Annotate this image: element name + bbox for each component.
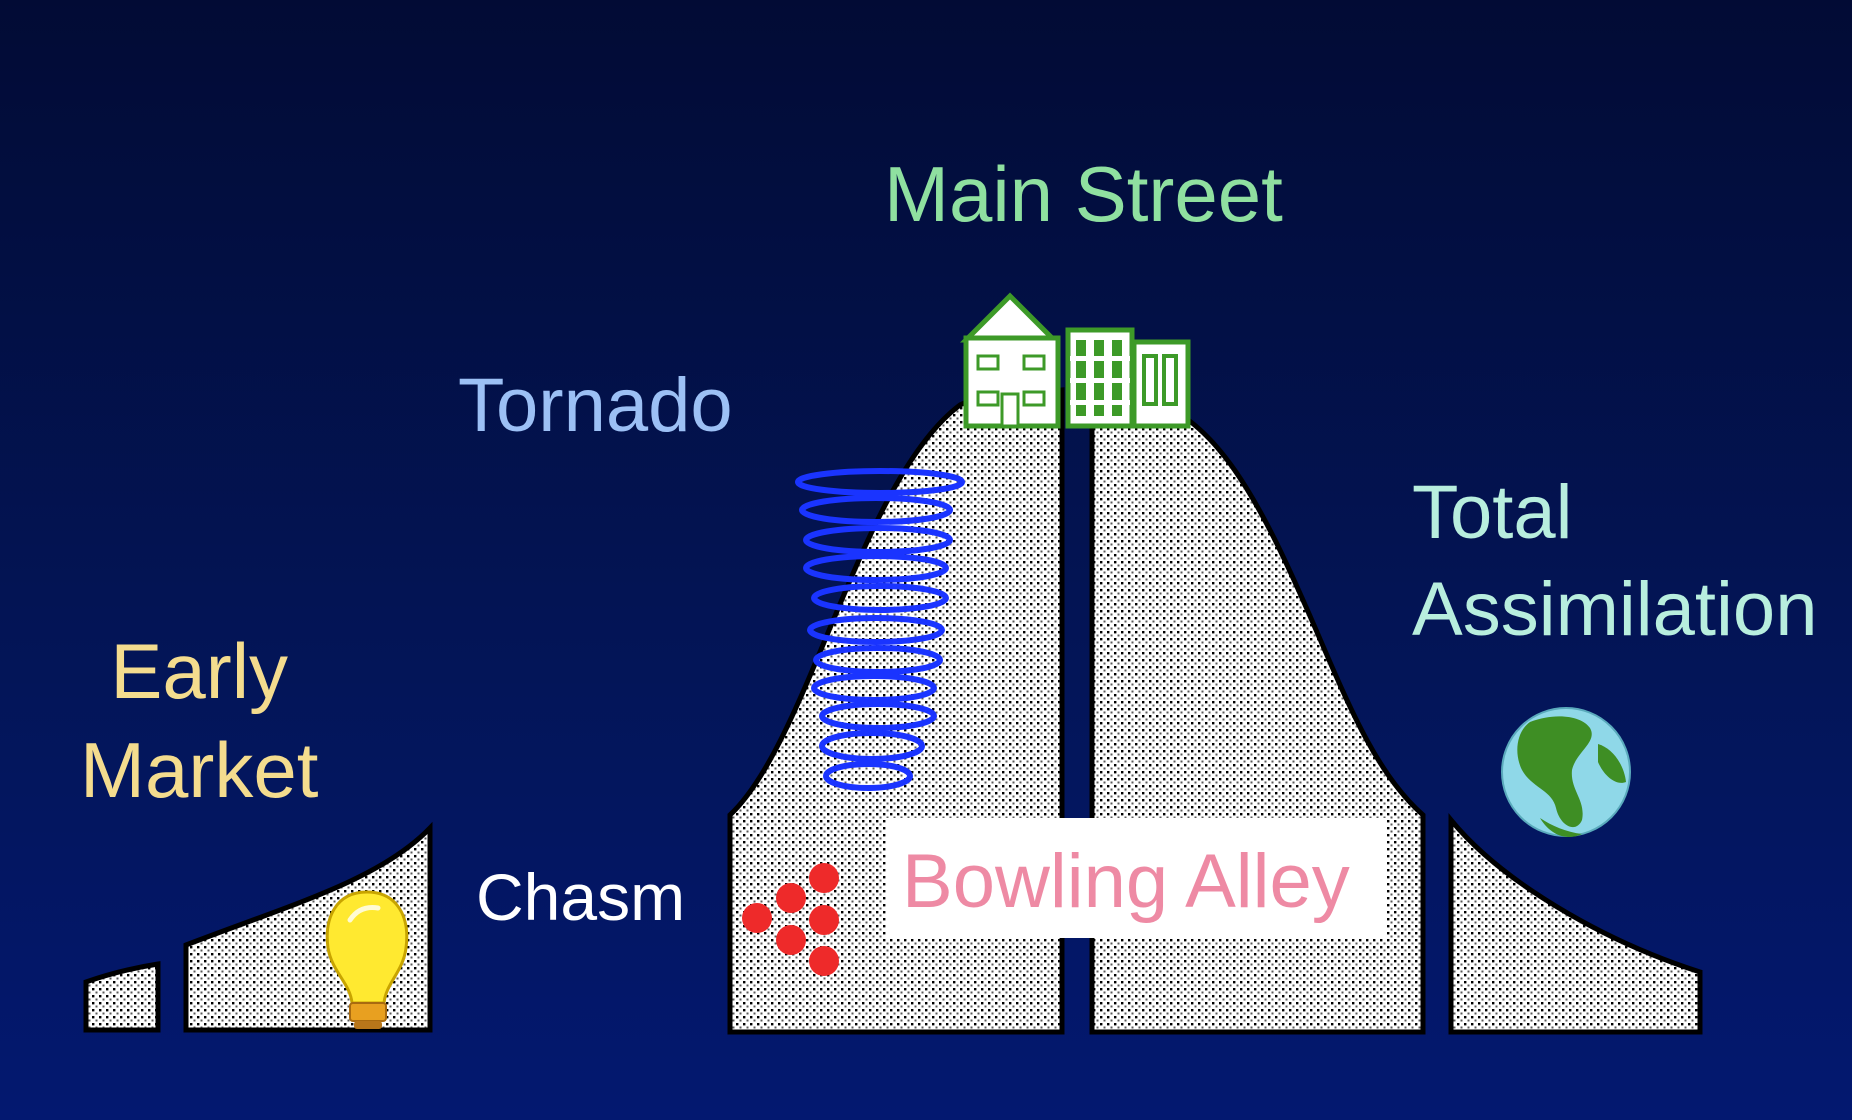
curve-segment-laggards xyxy=(1448,812,1703,1035)
chasm-label: Chasm xyxy=(476,860,686,934)
early-market-line-1: Early xyxy=(110,627,289,715)
bowling-pins-icon xyxy=(742,863,839,976)
early-market-line-2: Market xyxy=(80,726,319,815)
total-assimilation-line-1: Total xyxy=(1412,470,1573,555)
tornado-icon xyxy=(795,468,965,791)
curve-segment-innovators xyxy=(83,961,161,1033)
bowling-alley-label-background xyxy=(886,818,1386,938)
early-market-label: Early Market xyxy=(80,622,318,820)
light-bulb-icon xyxy=(325,890,409,1029)
buildings-icon xyxy=(959,292,1191,429)
globe-icon xyxy=(1501,707,1631,837)
total-assimilation-label: Total Assimilation xyxy=(1412,465,1817,658)
tornado-label: Tornado xyxy=(458,363,733,448)
main-street-label: Main Street xyxy=(884,150,1283,238)
bowling-alley-label: Bowling Alley xyxy=(902,839,1350,924)
total-assimilation-line-2: Assimilation xyxy=(1412,566,1818,652)
